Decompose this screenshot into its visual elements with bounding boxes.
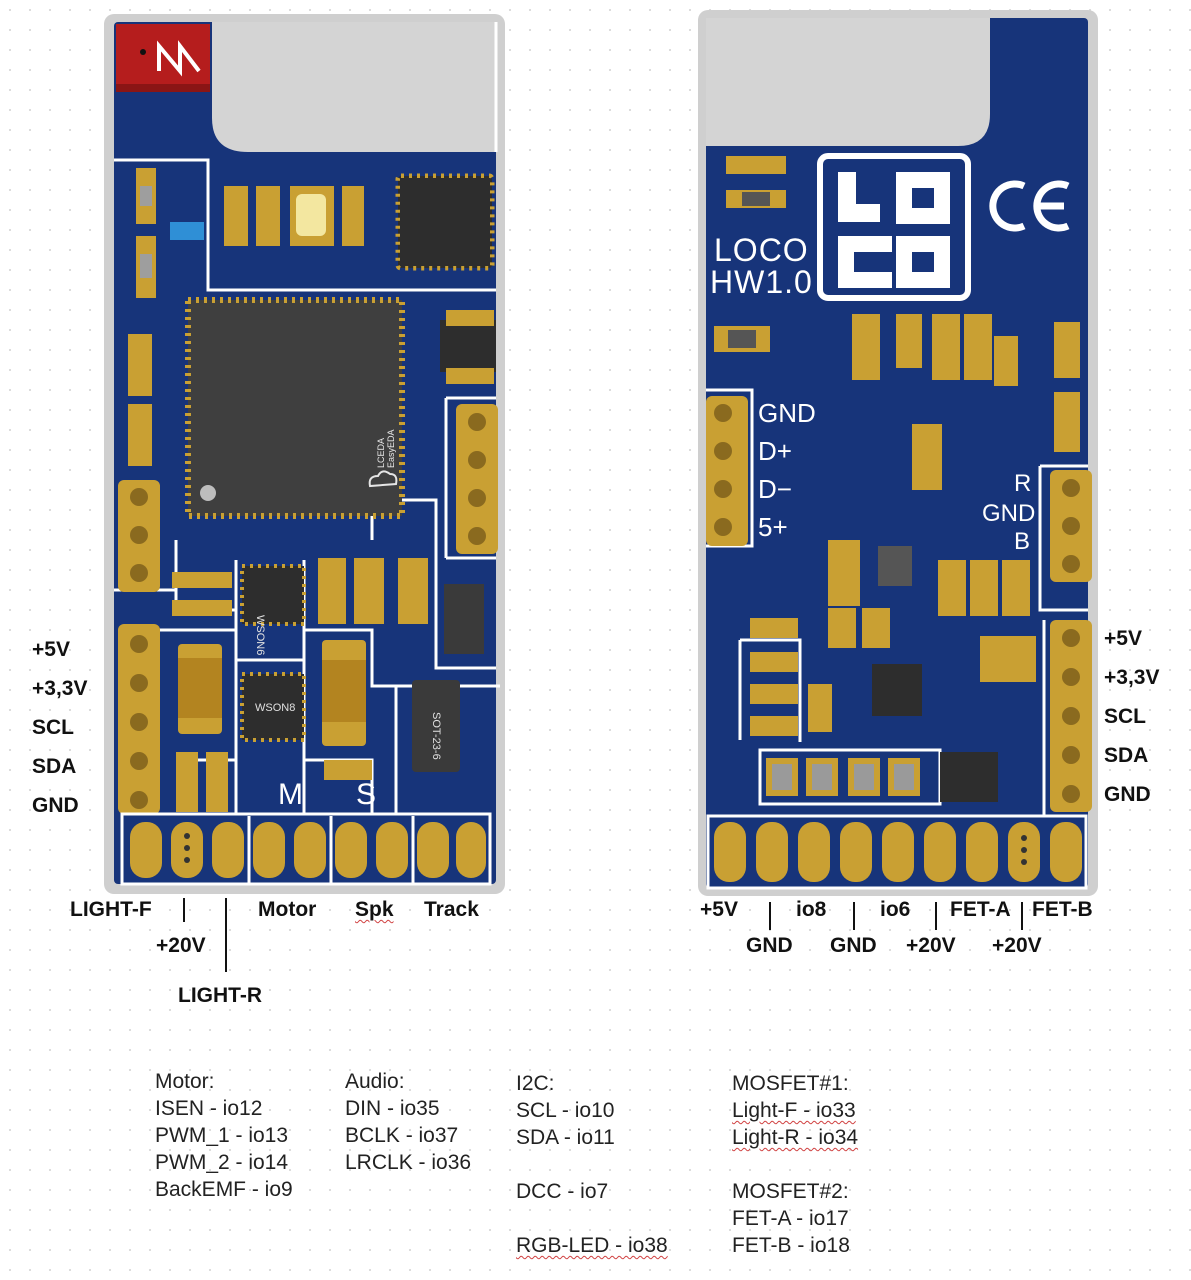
right-bottom-gnd-1: GND bbox=[746, 934, 793, 957]
right-pin-5v: +5V bbox=[1104, 627, 1142, 650]
left-bottom-plus20v: +20V bbox=[156, 934, 206, 957]
left-small-ics bbox=[240, 173, 496, 772]
right-pin-scl: SCL bbox=[1104, 705, 1146, 728]
right-bottom-io8: io8 bbox=[796, 898, 827, 921]
wson6-label: WSON6 bbox=[254, 615, 266, 656]
notes-motor: Motor: ISEN - io12 PWM_1 - io13 PWM_2 - … bbox=[155, 1068, 293, 1203]
notes-rgb-led: RGB-LED - io38 bbox=[516, 1234, 668, 1257]
right-pin-3v3: +3,3V bbox=[1104, 666, 1160, 689]
notes-light-f: Light-F - io33 bbox=[732, 1099, 856, 1122]
left-board bbox=[104, 14, 505, 894]
notes-i2c-scl: SCL - io10 bbox=[516, 1099, 615, 1122]
silk-s-label: S bbox=[356, 778, 377, 811]
right-bottom-5v: +5V bbox=[700, 898, 738, 921]
notes-audio-bclk: BCLK - io37 bbox=[345, 1124, 459, 1147]
loco-logo-mark bbox=[817, 153, 971, 301]
notes-motor-pwm2: PWM_2 - io14 bbox=[155, 1151, 289, 1174]
left-pin-gnd: GND bbox=[32, 794, 79, 817]
red-brand-badge bbox=[116, 24, 210, 92]
chip-silkscreen-text: LCEDA EasyEDA bbox=[376, 429, 396, 468]
notes-fet-b: FET-B - io18 bbox=[732, 1234, 850, 1257]
notes-audio: Audio: DIN - io35 BCLK - io37 LRCLK - io… bbox=[345, 1068, 471, 1176]
right-pin-sda: SDA bbox=[1104, 744, 1149, 767]
left-castellated-pads bbox=[118, 404, 498, 814]
notes-dcc: DCC - io7 bbox=[516, 1180, 609, 1203]
left-bottom-light-f: LIGHT-F bbox=[70, 898, 152, 921]
left-edge-connector bbox=[120, 812, 492, 886]
right-bottom-fet-a: FET-A bbox=[950, 898, 1011, 921]
usb-pin-dplus: D+ bbox=[758, 436, 792, 466]
notes-motor-isen: ISEN - io12 bbox=[155, 1097, 263, 1120]
wson8-label: WSON8 bbox=[255, 702, 296, 714]
notes-motor-heading: Motor: bbox=[155, 1070, 215, 1093]
right-pad-holes bbox=[714, 404, 1080, 803]
main-mcu-chip bbox=[185, 297, 405, 519]
usb-pin-5plus: 5+ bbox=[758, 512, 788, 542]
notes-i2c-sda: SDA - io11 bbox=[516, 1126, 615, 1149]
notes-light-r: Light-R - io34 bbox=[732, 1126, 859, 1149]
rgb-pin-gnd: GND bbox=[982, 500, 1036, 527]
left-pad-holes bbox=[130, 413, 486, 809]
left-pin-sda: SDA bbox=[32, 755, 77, 778]
left-bottom-motor: Motor bbox=[258, 898, 317, 921]
notes-fet-a: FET-A - io17 bbox=[732, 1207, 849, 1230]
right-bottom-io6: io6 bbox=[880, 898, 911, 921]
notes-mosfet2-heading: MOSFET#2: bbox=[732, 1180, 849, 1203]
notes-audio-din: DIN - io35 bbox=[345, 1097, 440, 1120]
notes-motor-backemf: BackEMF - io9 bbox=[155, 1178, 293, 1201]
callout-lines bbox=[183, 898, 1023, 972]
right-pin-gnd: GND bbox=[1104, 783, 1151, 806]
right-antenna-cutout bbox=[706, 18, 990, 146]
right-bottom-gnd-2: GND bbox=[830, 934, 877, 957]
left-pin-3v3: +3,3V bbox=[32, 677, 88, 700]
logo-loco-text: LOCO bbox=[714, 232, 809, 268]
notes-i2c: I2C: SCL - io10 SDA - io11 DCC - io7 RGB… bbox=[516, 1070, 668, 1259]
right-bottom-fet-b: FET-B bbox=[1032, 898, 1093, 921]
right-bottom-plus20v-2: +20V bbox=[992, 934, 1042, 957]
notes-mosfet1-heading: MOSFET#1: bbox=[732, 1072, 849, 1095]
notes-i2c-heading: I2C: bbox=[516, 1072, 555, 1095]
right-board bbox=[698, 10, 1098, 896]
left-pin-5v: +5V bbox=[32, 638, 70, 661]
notes-audio-heading: Audio: bbox=[345, 1070, 405, 1093]
usb-pin-gnd: GND bbox=[758, 398, 816, 428]
notes-motor-pwm1: PWM_1 - io13 bbox=[155, 1124, 289, 1147]
notes-mosfet: MOSFET#1: Light-F - io33 Light-R - io34 … bbox=[732, 1070, 858, 1259]
silk-m-label: M bbox=[278, 778, 303, 811]
logo-hw-version-text: HW1.0 bbox=[710, 264, 813, 300]
sot-23-6-label: SOT-23-6 bbox=[430, 712, 442, 760]
right-bottom-plus20v-1: +20V bbox=[906, 934, 956, 957]
notes-i2c-spacer-2 bbox=[516, 1205, 668, 1232]
rgb-pin-b: B bbox=[1014, 528, 1031, 555]
right-passive-components bbox=[714, 156, 1080, 802]
rgb-pin-r: R bbox=[1014, 470, 1032, 497]
left-bottom-light-r: LIGHT-R bbox=[178, 984, 262, 1007]
ce-mark-graphic bbox=[989, 180, 1070, 232]
notes-audio-lrclk: LRCLK - io36 bbox=[345, 1151, 472, 1174]
left-bottom-spk: Spk bbox=[355, 898, 394, 921]
notes-i2c-spacer-1 bbox=[516, 1151, 668, 1178]
right-edge-connector bbox=[706, 814, 1088, 890]
usb-pin-dminus: D− bbox=[758, 474, 792, 504]
left-pin-scl: SCL bbox=[32, 716, 74, 739]
left-antenna-cutout bbox=[212, 22, 496, 152]
left-bottom-track: Track bbox=[424, 898, 479, 921]
notes-mosfet-spacer bbox=[732, 1151, 858, 1178]
left-passive-components bbox=[128, 168, 494, 812]
